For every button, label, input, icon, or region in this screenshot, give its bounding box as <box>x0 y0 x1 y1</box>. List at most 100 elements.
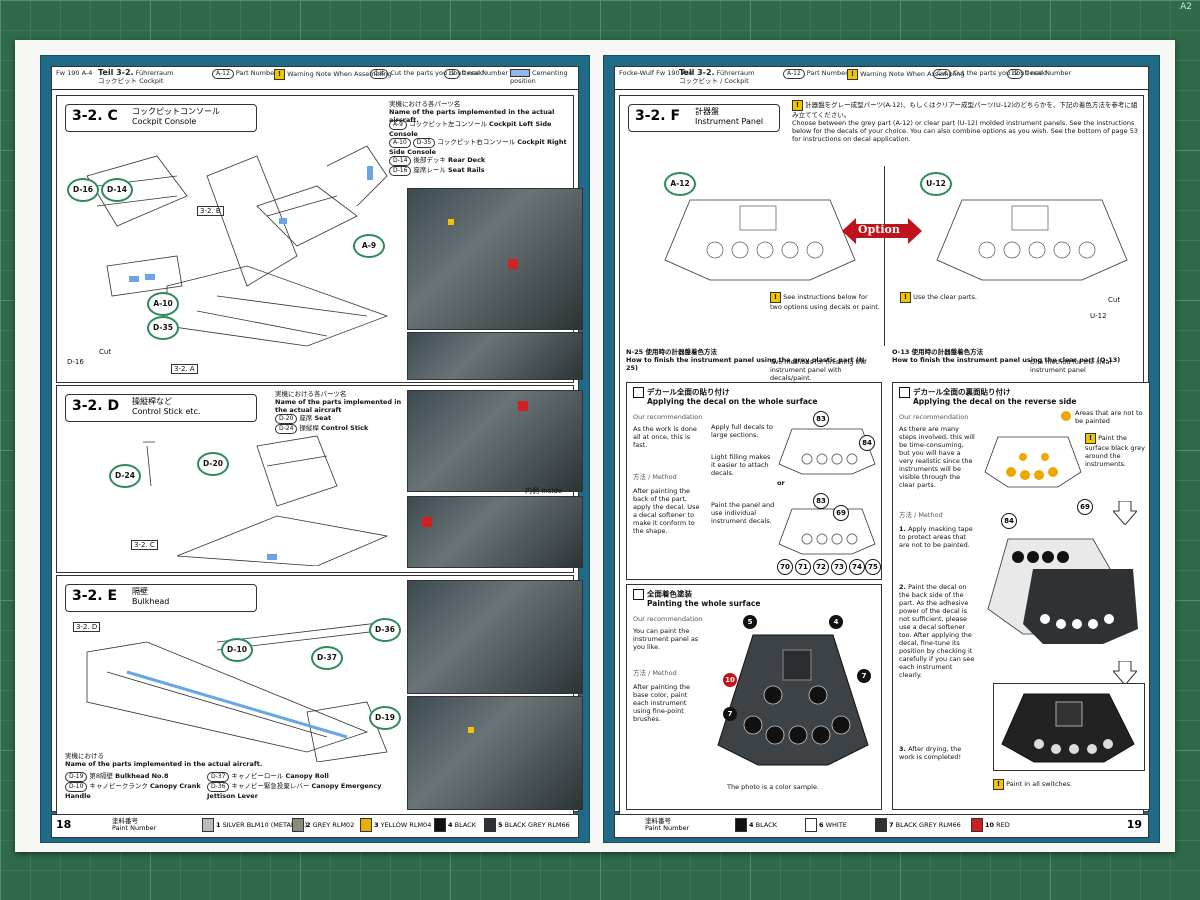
reverse-title: デカール全面の裏面貼り付け Applying the decal on the … <box>899 387 1077 406</box>
legend-cement: Cementing position <box>510 69 568 85</box>
paint-7: 7 BLACK GREY RLM66 <box>875 818 961 832</box>
callout-a9: A-9 <box>353 234 385 258</box>
decal-reverse-box: デカール全面の裏面貼り付け Applying the decal on the … <box>892 382 1150 810</box>
paint-7-marker-right: 7 <box>857 669 871 683</box>
unpainted-legend: Areas that are not to be painted <box>1075 409 1143 425</box>
console-photo <box>407 188 583 330</box>
decal-84: 84 <box>859 435 875 451</box>
warning-icon: ! <box>792 100 803 111</box>
paint-4-marker: 4 <box>829 615 843 629</box>
step1-text: 1. Apply masking tape to protect areas t… <box>899 525 973 549</box>
ref-3-2-a: 3-2. A <box>171 364 198 374</box>
paint-swatch <box>971 818 983 832</box>
callout-d20: D-20 <box>197 452 229 476</box>
kit-code: Fw 190 A-4 <box>56 69 93 77</box>
finished-panel-frame <box>993 683 1145 771</box>
recommendation-tag: Our recommendation <box>899 413 969 421</box>
parts-note: 実機における各パーツ名 Name of the parts implemente… <box>275 390 405 434</box>
apply-full-text: Apply full decals to large sections. <box>711 423 773 439</box>
decal-panel-bottom <box>778 508 876 555</box>
callout-d14: D-14 <box>101 178 133 202</box>
console-assembly-drawing <box>86 145 389 347</box>
cockpit-assembled-photo <box>407 696 583 810</box>
decal-whole-title: デカール全面の貼り付け Applying the decal on the wh… <box>633 387 817 406</box>
decal-indiv-text: After painting the back of the part, app… <box>633 487 700 535</box>
page-right-content: Focke-Wulf Fw 190 A-4 Teil 3-2. Führerra… <box>614 66 1150 815</box>
cockpit-side-photo <box>407 390 583 492</box>
o13-title: O-13 使用時の計器盤着色方法 How to finish the instr… <box>892 348 1121 364</box>
decal-74: 74 <box>849 559 865 575</box>
method-tag: 方法 / Method <box>633 669 677 677</box>
decal-83-bottom: 83 <box>813 493 829 509</box>
or-label: or <box>777 479 785 487</box>
n25-subtitle: Two methods for finishing the instrument… <box>770 358 867 382</box>
paint-swatch <box>292 818 304 832</box>
callout-u12: U-12 <box>920 172 952 196</box>
step3-text: 3. After drying, the work is completed! <box>899 745 962 761</box>
callout-d16: D-16 <box>67 178 99 202</box>
page-number: 19 <box>1126 818 1142 831</box>
down-arrow-1 <box>1113 501 1137 525</box>
option-divider <box>884 166 885 346</box>
paint-1: 1 SILVER BLM10 (METALLIC) <box>202 818 307 832</box>
paint-7-marker-left: 7 <box>723 707 737 721</box>
paint-whole-box: 全面着色塗装 Painting the whole surface Our re… <box>626 584 882 810</box>
parts-note: 実機における Name of the parts implemented in … <box>65 752 263 768</box>
recommendation-tag: Our recommendation <box>633 413 703 421</box>
paint-swatch <box>484 818 496 832</box>
intro-note: ! 計器盤をグレー成型パーツ(A-12)、もしくはクリアー成型パーツ(U-12)… <box>792 100 1139 143</box>
paint-swatch <box>202 818 214 832</box>
photo-caption: The photo is a color sample. <box>727 783 820 791</box>
paint-swatch <box>434 818 446 832</box>
right-option-note: ! Use the clear parts. <box>900 292 1020 303</box>
paint-swatch <box>875 818 887 832</box>
ref-3-2-c: 3-2. C <box>131 540 158 550</box>
decal-whole-box: デカール全面の貼り付け Applying the decal on the wh… <box>626 382 882 580</box>
step-title: Teil 3-2. Führerraum コックピット Cockpit <box>98 68 174 86</box>
paint-whole-title: 全面着色塗装 Painting the whole surface <box>633 589 760 608</box>
checkbox[interactable] <box>899 387 910 398</box>
paint-swatch <box>805 818 817 832</box>
paint-4: 4 BLACK <box>735 818 777 832</box>
cut-icon: Cut <box>1108 296 1121 304</box>
n25-title: N-25 使用時の計器盤着色方法 How to finish the instr… <box>626 348 868 372</box>
seat-photo <box>407 496 583 568</box>
painted-panel-photo <box>717 634 869 766</box>
section-title: 3-2. C コックピットコンソール Cockpit Console <box>65 104 257 132</box>
mat-corner-mark: A2 <box>1180 2 1192 12</box>
page-left: Fw 190 A-4 Teil 3-2. Führerraum コックピット C… <box>40 55 590 843</box>
o13-subtitle: One method for the clear instrument pane… <box>1030 358 1113 374</box>
checkbox[interactable] <box>633 387 644 398</box>
paint-2: 2 GREY RLM02 <box>292 818 354 832</box>
finished-panel-drawing <box>1001 693 1135 763</box>
paint-5-marker: 5 <box>743 615 757 629</box>
panel-u12-drawing <box>936 199 1128 281</box>
cut-icon: Cut <box>99 348 112 356</box>
callout-d10: D-10 <box>221 638 253 662</box>
page-header: Fw 190 A-4 Teil 3-2. Führerraum コックピット C… <box>52 67 578 90</box>
checkbox[interactable] <box>633 589 644 600</box>
masked-panel-drawing <box>984 436 1082 488</box>
paint-5: 5 BLACK GREY RLM66 <box>484 818 570 832</box>
inside-label: 内側 Inside <box>525 487 563 495</box>
decal-75: 75 <box>865 559 881 575</box>
ref-3-2-b: 3-2. B <box>197 206 224 216</box>
paint-10: 10 RED <box>971 818 1010 832</box>
